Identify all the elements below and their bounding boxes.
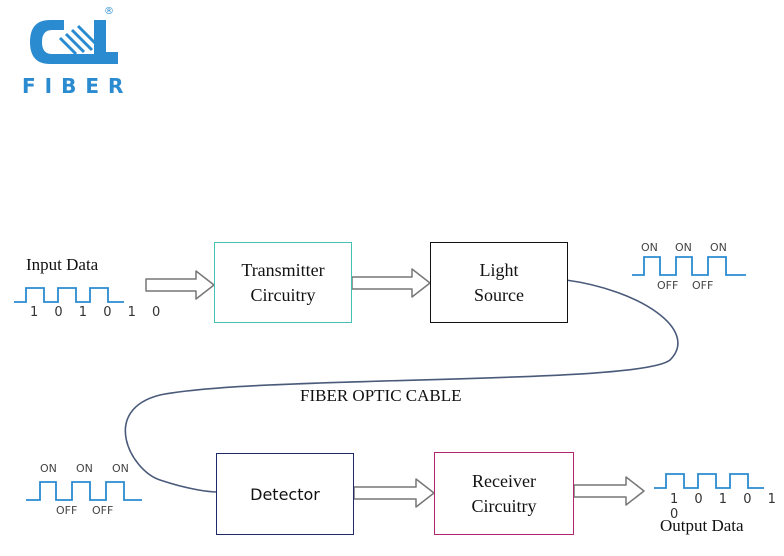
light-source-label: Light Source [474, 259, 524, 305]
cable-label: FIBER OPTIC CABLE [300, 386, 462, 405]
arrow-detector-to-receiver [353, 478, 435, 508]
transmitter-circuitry-block: Transmitter Circuitry [214, 242, 352, 323]
top-signal-wave [632, 256, 746, 276]
bottom-signal-wave [26, 481, 142, 501]
top-on-label-2: ON [675, 241, 692, 254]
detector-block: Detector [216, 453, 354, 535]
registered-mark: ® [104, 6, 114, 17]
logo-text: FIBER [22, 74, 133, 98]
output-data-label: Output Data [660, 516, 744, 535]
bottom-on-label-3: ON [112, 462, 129, 475]
bottom-off-label-1: OFF [56, 504, 78, 517]
top-off-label-2: OFF [692, 279, 714, 292]
bottom-off-label-2: OFF [92, 504, 114, 517]
output-bits: 1 0 1 0 1 0 [670, 492, 782, 522]
receiver-circuitry-block: Receiver Circuitry [434, 452, 574, 535]
arrow-transmitter-to-light [351, 268, 431, 298]
light-source-block: Light Source [430, 242, 568, 323]
arrow-input-to-transmitter [145, 270, 215, 300]
top-on-label-1: ON [641, 241, 658, 254]
transmitter-label: Transmitter Circuitry [241, 259, 325, 305]
cl-logo-mark [30, 20, 118, 64]
fiber-cable [124, 279, 679, 493]
output-square-wave [654, 473, 764, 489]
logo: ® FIBER [20, 6, 133, 100]
input-bits: 1 0 1 0 1 0 [30, 305, 167, 320]
input-data-label: Input Data [26, 255, 99, 274]
bottom-on-label-2: ON [76, 462, 93, 475]
top-off-label-1: OFF [657, 279, 679, 292]
arrow-receiver-to-output [573, 476, 645, 506]
top-on-label-3: ON [710, 241, 727, 254]
bottom-on-label-1: ON [40, 462, 57, 475]
detector-label: Detector [250, 484, 320, 504]
input-square-wave [14, 287, 124, 303]
receiver-label: Receiver Circuitry [471, 470, 537, 516]
